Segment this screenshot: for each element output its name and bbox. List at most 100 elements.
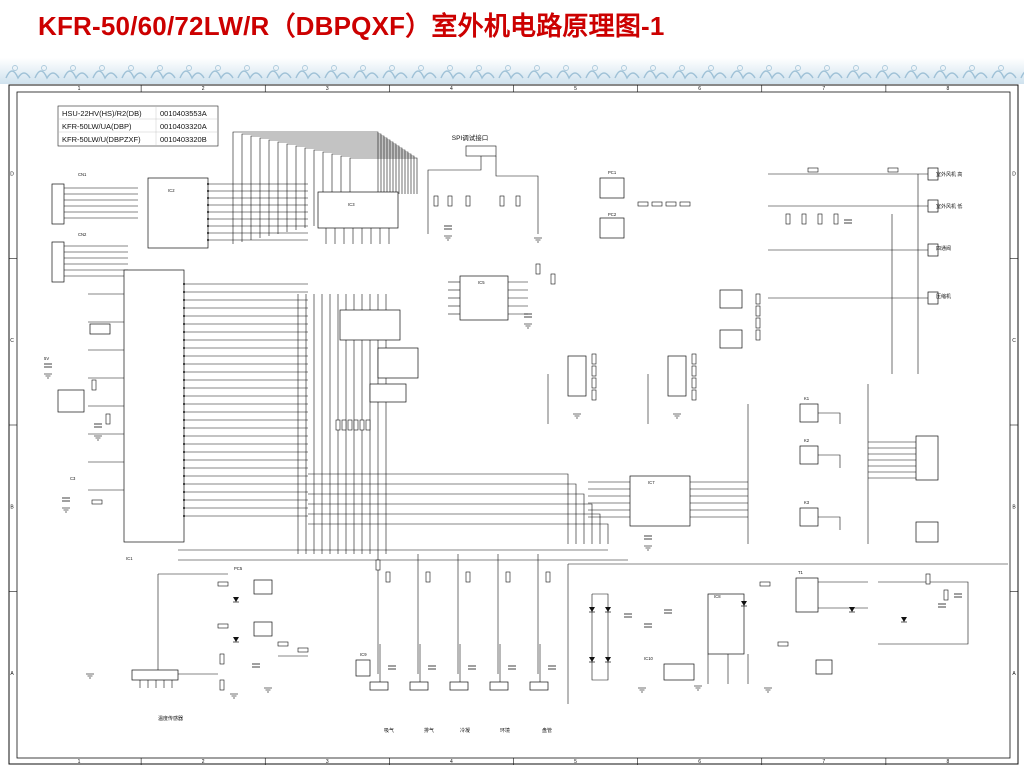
- ref-designator: C3: [70, 476, 76, 481]
- terminal: [927, 243, 939, 257]
- ref-designator: PC2: [608, 212, 617, 217]
- output-label: 室外风机 低: [936, 203, 962, 210]
- optocoupler: [253, 621, 273, 637]
- resistor-symbol: [679, 201, 691, 207]
- row-marker: C: [10, 338, 14, 344]
- ref-designator: IC2: [168, 188, 175, 193]
- ic-driver-2: [629, 475, 691, 527]
- ref-designator: IC10: [644, 656, 654, 661]
- row-marker: A: [10, 671, 14, 677]
- optocoupler: [719, 329, 743, 349]
- resistor-symbol: [691, 377, 697, 389]
- column-marker: 5: [574, 759, 577, 765]
- diode-symbol: [605, 657, 611, 662]
- regulator-ic: [663, 663, 695, 681]
- model-name: HSU-22HV(HS)/R2(DB): [62, 109, 142, 118]
- resistor-symbol: [447, 195, 453, 207]
- terminal: [927, 199, 939, 213]
- resistor-symbol: [833, 213, 839, 225]
- column-marker: 8: [947, 759, 950, 765]
- column-marker: 2: [202, 759, 205, 765]
- optocoupler: [599, 177, 625, 199]
- resistor-symbol: [755, 329, 761, 341]
- resistor-symbol: [297, 647, 309, 653]
- resistor-symbol: [105, 413, 111, 425]
- sensor-name: 排气: [424, 727, 434, 734]
- diode-symbol: [741, 601, 747, 606]
- ref-designator: IC7: [648, 480, 655, 485]
- model-name: KFR-50LW/U(DBPZXF): [62, 135, 141, 144]
- column-marker: 2: [202, 86, 205, 92]
- output-label: 压缩机: [936, 293, 951, 300]
- relay-coil: [799, 445, 819, 465]
- resistor-symbol: [591, 353, 597, 365]
- resistor-symbol: [341, 419, 347, 431]
- ref-designator: IC1: [126, 556, 133, 561]
- sensor-name: 盘管: [542, 727, 552, 734]
- resistor-symbol: [219, 679, 225, 691]
- column-marker: 3: [326, 86, 329, 92]
- resistor-symbol: [665, 201, 677, 207]
- optocoupler: [815, 659, 833, 675]
- ref-designator: K1: [804, 396, 810, 401]
- ic-driver: [147, 177, 209, 249]
- resistor-symbol: [465, 571, 471, 583]
- sensor-connector: [489, 681, 509, 691]
- sensor-name: 冷凝: [460, 727, 470, 734]
- resistor-symbol: [943, 589, 949, 601]
- ref-designator: PC5: [234, 566, 243, 571]
- diode-symbol: [233, 597, 239, 602]
- column-marker: 4: [450, 759, 453, 765]
- relay-coil: [799, 507, 819, 527]
- resistor-symbol: [385, 571, 391, 583]
- resistor-symbol: [691, 365, 697, 377]
- resistor-symbol: [359, 419, 365, 431]
- resistor-symbol: [365, 419, 371, 431]
- diode-symbol: [589, 607, 595, 612]
- resistor-symbol: [277, 641, 289, 647]
- column-marker: 1: [78, 86, 81, 92]
- resistor-symbol: [515, 195, 521, 207]
- sensor-connector: [449, 681, 469, 691]
- ref-designator: K3: [804, 500, 810, 505]
- sensor-labels: 吸气 排气 冷凝 环境 盘管 温度传感器: [158, 715, 552, 734]
- column-marker: 1: [78, 759, 81, 765]
- resistor-symbol: [375, 559, 381, 571]
- model-name: KFR-50LW/UA(DBP): [62, 122, 132, 131]
- row-marker: B: [1012, 504, 1016, 510]
- resistor-symbol: [755, 293, 761, 305]
- row-marker: D: [10, 171, 14, 177]
- ref-designator: IC8: [714, 594, 721, 599]
- output-connector: [915, 521, 939, 543]
- column-marker: 4: [450, 86, 453, 92]
- reset-ic: [89, 323, 111, 335]
- output-label: 四通阀: [936, 245, 951, 252]
- transformer: [795, 577, 819, 613]
- column-marker: 6: [698, 86, 701, 92]
- row-marker: B: [10, 504, 14, 510]
- output-labels: 室外风机 高 室外风机 低 四通阀 压缩机: [936, 171, 962, 300]
- resistor-symbol: [499, 195, 505, 207]
- resistor-symbol: [217, 581, 229, 587]
- resistor-symbol: [925, 573, 931, 585]
- connector-cn3: [131, 669, 179, 681]
- resistor-symbol: [335, 419, 341, 431]
- resistor-symbol: [887, 167, 899, 173]
- opamp-ic: [459, 275, 509, 321]
- resistor-symbol: [353, 419, 359, 431]
- sensor-connector: [529, 681, 549, 691]
- resistor-symbol: [91, 499, 103, 505]
- sensor-connector: [369, 681, 389, 691]
- ic-regulator: [369, 383, 407, 403]
- diode-symbol: [901, 617, 907, 622]
- transistor-array: [667, 355, 687, 397]
- resistor-symbol: [817, 213, 823, 225]
- decorative-banner: [0, 58, 1024, 84]
- column-marker: 7: [822, 86, 825, 92]
- resistor-symbol: [465, 195, 471, 207]
- resistor-symbol: [433, 195, 439, 207]
- model-code: 0010403553A: [160, 109, 207, 118]
- sensor-ic: [355, 659, 371, 677]
- ref-designator: PC1: [608, 170, 617, 175]
- spi-label: SPI调试接口: [452, 133, 488, 142]
